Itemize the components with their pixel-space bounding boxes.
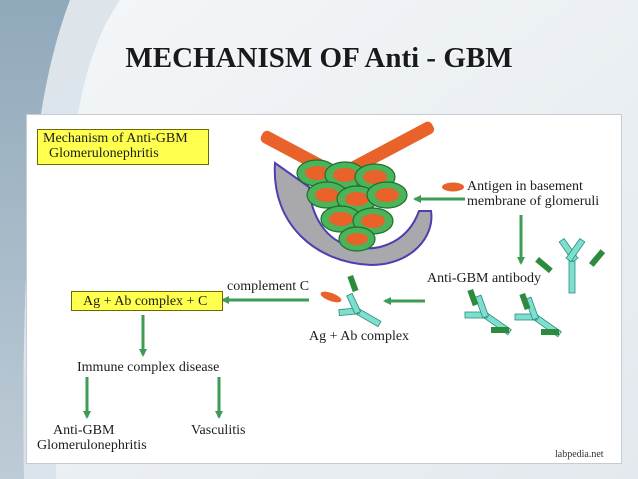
slide-title: MECHANISM OF Anti - GBM: [125, 42, 513, 74]
antibody-icon: [464, 294, 512, 336]
complex-box: [71, 291, 223, 311]
immune-disease-label: Immune complex disease: [77, 360, 220, 375]
antigen-fragment: [519, 293, 531, 311]
antibody-group-right: [535, 237, 606, 294]
agab-complex-label: Ag + Ab complex: [309, 329, 410, 344]
complex-box-label: Ag + Ab complex + C: [83, 294, 208, 309]
mechanism-diagram: [83, 121, 606, 419]
outcome-vasculitis: Vasculitis: [191, 423, 246, 438]
antibody-group-lower: [464, 289, 562, 338]
antigen-fragment: [541, 329, 559, 335]
antigen-label-line2: membrane of glomeruli: [467, 194, 600, 209]
bowman-capsule: [273, 161, 433, 267]
antigen-marker: [442, 182, 464, 192]
diagram-panel: Mechanism of Anti-GBM Glomerulonephritis…: [26, 114, 622, 464]
glomerulus-illustration: [260, 121, 435, 267]
complement-label: complement C: [227, 279, 310, 294]
antigen-fragment: [535, 256, 553, 274]
watermark: labpedia.net: [555, 449, 604, 460]
antigen-fragment: [347, 275, 359, 293]
antibody-icon: [558, 237, 586, 294]
capillary-tuft: [296, 159, 408, 252]
figure-heading-line1: Mechanism of Anti-GBM: [43, 131, 188, 146]
vessel-right: [346, 121, 435, 175]
outcome-glomerulonephritis-line1: Anti-GBM: [53, 423, 115, 438]
complement-marker: [320, 291, 342, 303]
figure-heading-box: [37, 129, 209, 165]
background-swoosh: [0, 0, 70, 479]
figure-heading-line2: Glomerulonephritis: [49, 146, 159, 161]
antigen-label-line1: Antigen in basement: [467, 179, 583, 194]
agab-complex-illustration: [320, 275, 382, 328]
antigen-fragment: [491, 327, 509, 333]
antibody-icon: [514, 296, 562, 338]
antibody-label: Anti-GBM antibody: [427, 271, 541, 286]
antibody-icon: [338, 292, 382, 328]
antigen-fragment: [467, 289, 479, 307]
antigen-fragment: [589, 249, 606, 267]
outcome-glomerulonephritis-line2: Glomerulonephritis: [37, 438, 147, 453]
